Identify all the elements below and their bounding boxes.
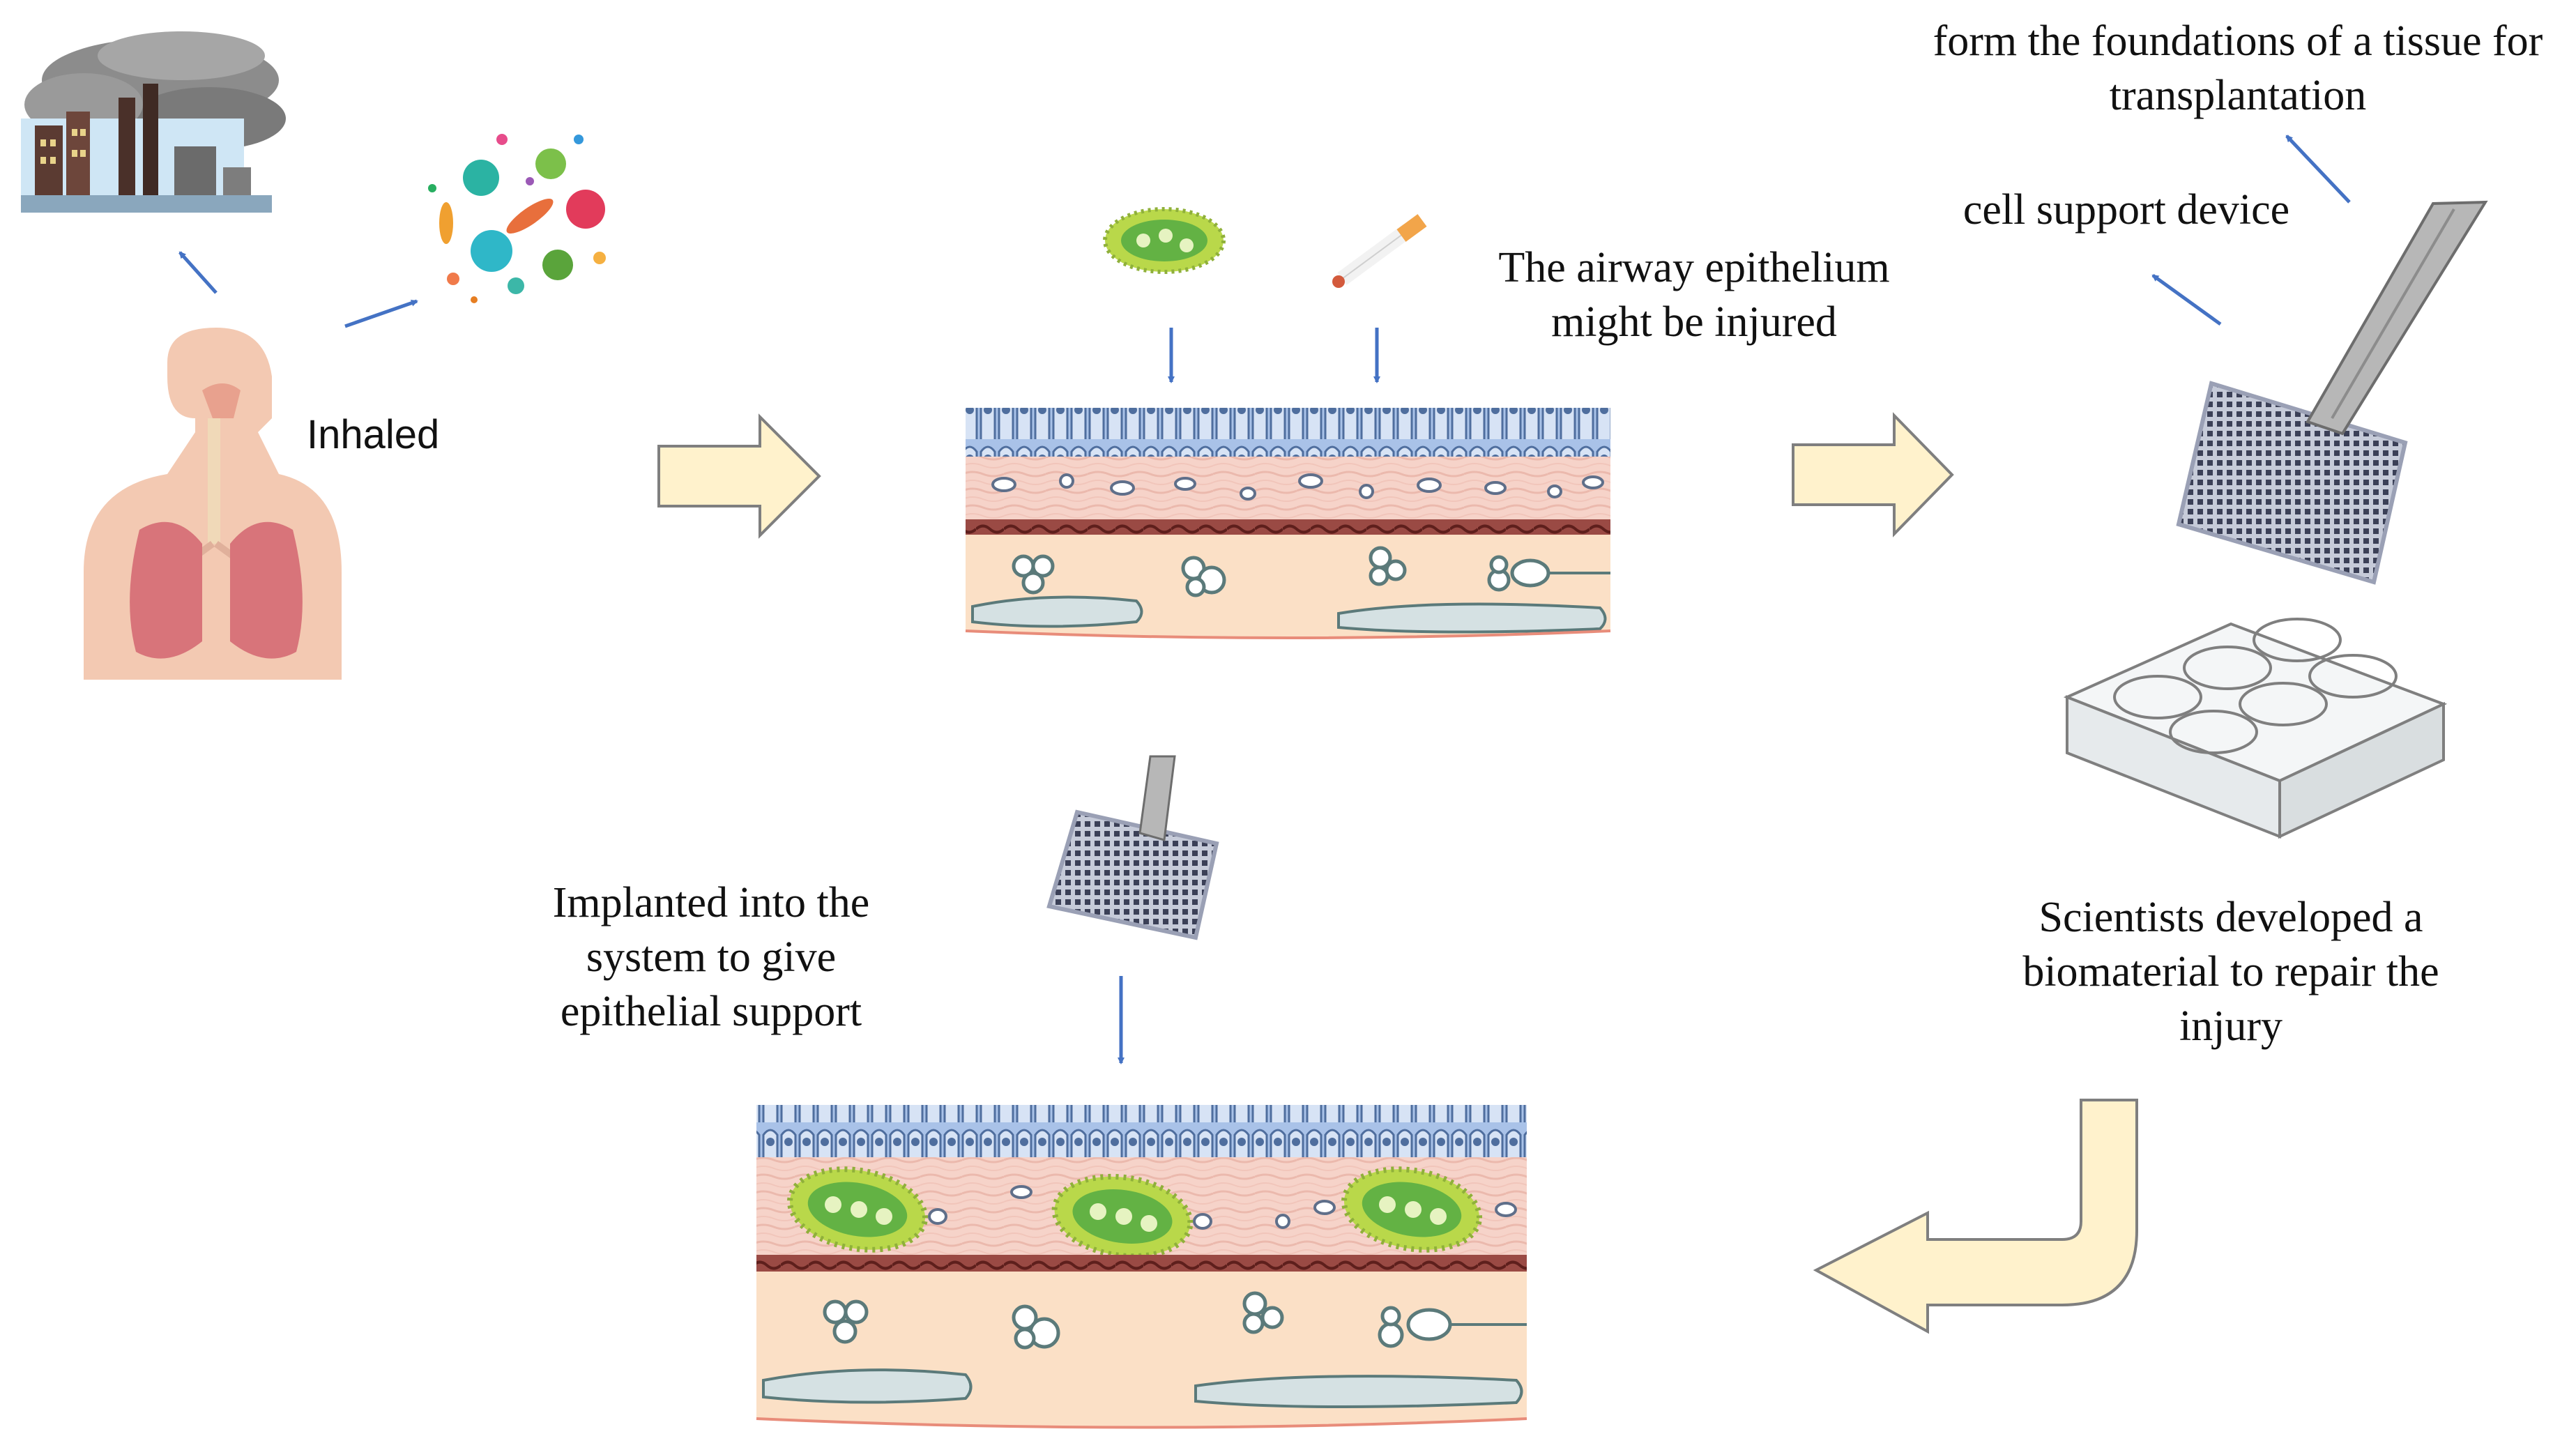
label-scientists-biomaterial: Scientists developed a biomaterial to re… bbox=[1987, 890, 2475, 1053]
label-cell-support-device: cell support device bbox=[1963, 186, 2290, 234]
label-tissue-foundations-line-2: transplantation bbox=[2109, 72, 2367, 119]
pointer-arrow-factory bbox=[178, 251, 218, 294]
microbes-icon bbox=[415, 115, 617, 317]
pointer-arrows bbox=[178, 135, 2351, 1064]
label-inhaled: Inhaled bbox=[307, 412, 440, 457]
label-tissue-foundations: form the foundations of a tissue for tra… bbox=[1914, 14, 2562, 123]
label-airway-injured-line-1: The airway epithelium bbox=[1498, 244, 1890, 291]
label-implanted-line-3: epithelial support bbox=[560, 988, 862, 1035]
bacteria-icon bbox=[1103, 207, 1226, 274]
scaffold-implant-icon bbox=[1046, 755, 1219, 940]
pointer-arrow-foundations bbox=[2285, 135, 2351, 204]
label-scientists-line-1: Scientists developed a bbox=[2038, 894, 2423, 941]
label-scientists-line-2: biomaterial to repair the bbox=[2022, 948, 2439, 995]
block-arrow-1 bbox=[657, 413, 821, 539]
block-arrow-2 bbox=[1792, 412, 1954, 537]
bacteria-in-tissue bbox=[787, 1166, 1482, 1260]
factory-pollution-icon bbox=[21, 31, 286, 213]
label-airway-injured-line-2: might be injured bbox=[1551, 298, 1837, 346]
label-scientists-line-3: injury bbox=[2179, 1002, 2283, 1050]
human-respiratory-icon bbox=[84, 328, 342, 680]
label-implanted-line-1: Implanted into the bbox=[552, 879, 870, 926]
label-implanted-support: Implanted into the system to give epithe… bbox=[495, 876, 927, 1039]
label-implanted-line-2: system to give bbox=[586, 933, 837, 981]
label-airway-injured: The airway epithelium might be injured bbox=[1450, 241, 1938, 349]
block-arrow-return bbox=[1813, 1099, 2138, 1334]
airway-tissue-repaired bbox=[756, 1105, 1527, 1429]
pointer-arrow-microbes bbox=[344, 299, 418, 328]
scaffold-with-tweezers-icon bbox=[2176, 200, 2488, 585]
cigarette-icon bbox=[1332, 214, 1427, 288]
airway-tissue-injured bbox=[965, 408, 1611, 639]
pointer-arrow-cell-support bbox=[2151, 273, 2222, 326]
well-plate-icon bbox=[2063, 618, 2448, 839]
label-tissue-foundations-line-1: form the foundations of a tissue for bbox=[1933, 17, 2543, 65]
